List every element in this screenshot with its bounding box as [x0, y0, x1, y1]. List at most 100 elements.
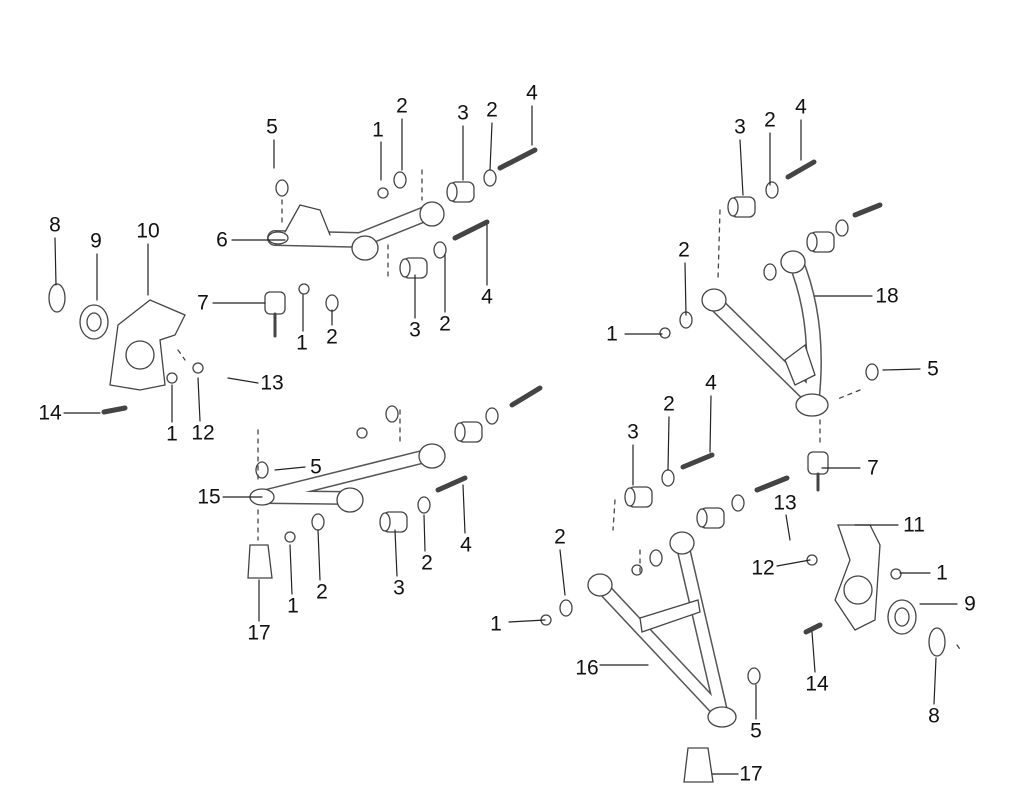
washer: [433, 241, 447, 259]
callout-leaders: [54, 105, 958, 775]
callout-number: 1: [606, 322, 618, 346]
nut: [356, 427, 368, 439]
bolt: [101, 405, 128, 415]
bolt: [452, 219, 490, 241]
bushing-end: [806, 232, 818, 252]
callout-number: 11: [903, 513, 925, 537]
callout-number: 2: [396, 94, 408, 118]
bushing-end: [624, 487, 636, 507]
bolt: [852, 202, 883, 218]
washer: [747, 667, 761, 685]
nut: [284, 531, 296, 543]
bolt: [680, 452, 715, 470]
nut: [659, 327, 671, 339]
callout-number: 4: [705, 371, 717, 395]
washer: [275, 179, 289, 197]
steering-knuckle-right: [834, 524, 881, 631]
callout-number: 1: [287, 594, 299, 618]
callout-number: 17: [739, 762, 763, 786]
leader-line: [933, 657, 937, 705]
nut: [192, 362, 204, 374]
bushing-end: [379, 512, 391, 532]
leader-line: [667, 416, 670, 471]
washer: [865, 363, 879, 381]
washer: [255, 461, 269, 479]
callout-number: 17: [247, 621, 271, 645]
callout-number: 5: [266, 115, 278, 139]
callout-number: 4: [481, 285, 493, 309]
washer: [835, 219, 849, 237]
leader-line: [739, 139, 744, 196]
callout-number: 14: [38, 401, 62, 425]
washer: [325, 294, 339, 312]
leader-line: [684, 262, 687, 316]
callout-number: 1: [166, 422, 178, 446]
callout-number: 13: [773, 491, 797, 515]
upper-control-arm-left: [267, 201, 445, 261]
bolt: [803, 622, 823, 635]
leader-line: [776, 559, 811, 567]
leader-line: [508, 619, 546, 623]
bushing-end: [727, 197, 739, 217]
lower-control-arm-right: [587, 531, 737, 728]
callout-number: 1: [490, 612, 502, 636]
washer: [649, 549, 663, 567]
leader-line: [394, 529, 398, 577]
bushing-end: [446, 182, 458, 202]
callout-number: 2: [421, 551, 433, 575]
callout-number: 5: [927, 357, 939, 381]
callout-number: 4: [795, 95, 807, 119]
callout-number: 5: [310, 455, 322, 479]
washer: [559, 599, 573, 617]
washer: [485, 407, 499, 425]
nut: [890, 568, 902, 580]
callout-number: 2: [486, 98, 498, 122]
bushing-end: [399, 258, 411, 278]
callout-number: 2: [439, 312, 451, 336]
callout-number: 13: [260, 371, 284, 395]
callout-number: 1: [296, 331, 308, 355]
callout-number: 5: [750, 719, 762, 743]
nut: [631, 564, 643, 576]
callout-number: 3: [457, 101, 469, 125]
lower-control-arm-left: [249, 443, 446, 513]
bolt: [497, 147, 538, 171]
callout-number: 10: [136, 219, 160, 243]
callout-number: 2: [764, 108, 776, 132]
callout-number: 12: [191, 421, 215, 445]
leader-line: [54, 237, 57, 286]
assembly-axis-lines: [177, 169, 963, 653]
washer: [311, 513, 325, 531]
leader-line: [882, 368, 921, 371]
leader-line: [423, 514, 426, 552]
callout-number: 18: [875, 284, 899, 308]
bolt: [509, 385, 543, 408]
wheel-bearings: [48, 283, 946, 657]
leader-line: [709, 395, 712, 453]
nut: [166, 372, 178, 384]
washer: [385, 405, 399, 423]
callout-number: 16: [575, 656, 599, 680]
leader-line: [274, 466, 306, 471]
callout-number: 12: [751, 556, 775, 580]
leader-line: [811, 631, 816, 673]
bolt: [785, 159, 817, 180]
callout-number: 14: [805, 672, 829, 696]
washer: [765, 181, 779, 199]
callout-number: 6: [216, 228, 228, 252]
washer: [483, 169, 497, 187]
callout-number: 2: [554, 525, 566, 549]
callout-number: 3: [409, 318, 421, 342]
callout-number: 3: [393, 576, 405, 600]
leader-line: [227, 377, 259, 384]
washer: [763, 263, 777, 281]
steering-knuckle-left: [109, 299, 186, 391]
nut: [377, 187, 389, 199]
leader-line: [289, 544, 293, 595]
callout-number: 1: [372, 118, 384, 142]
callout-number: 2: [663, 392, 675, 416]
washer: [661, 469, 675, 487]
callout-number: 9: [964, 592, 976, 616]
callout-number: 3: [627, 420, 639, 444]
